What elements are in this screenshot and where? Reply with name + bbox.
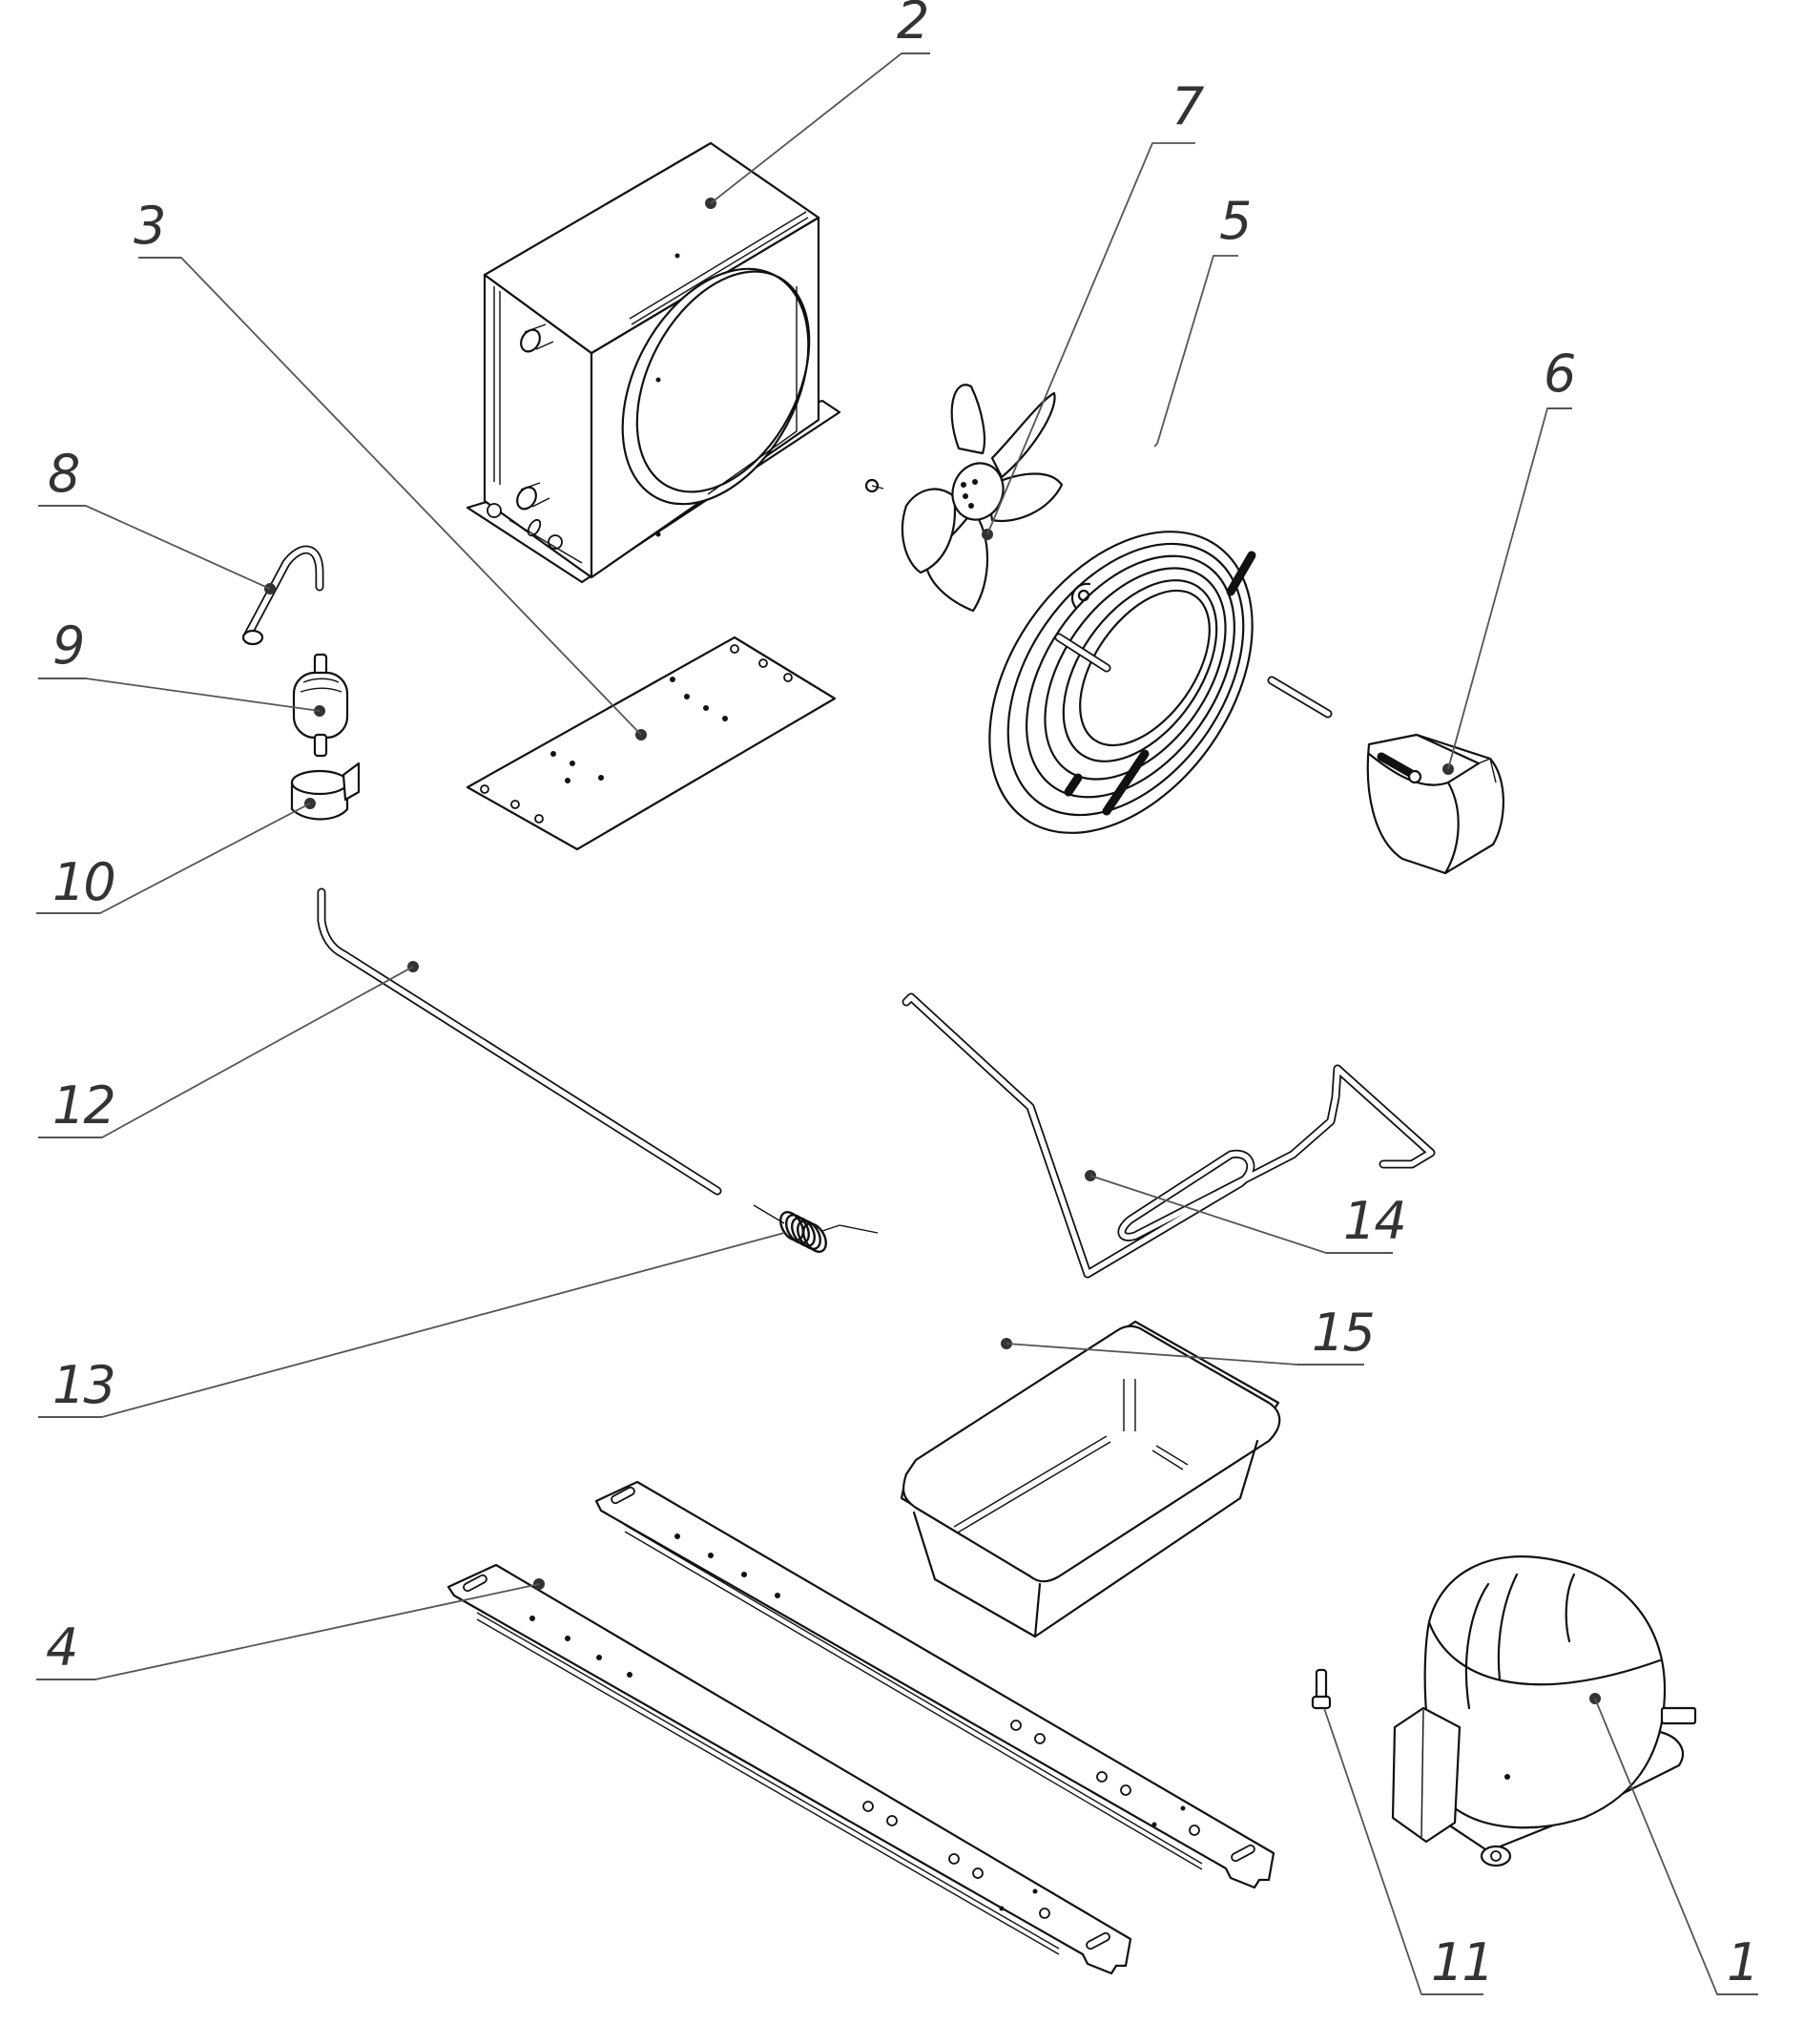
callout-13: 13	[38, 1232, 785, 1418]
part-rail-right	[594, 1480, 1275, 1889]
part-rail-left	[446, 1563, 1132, 1975]
callout-label: 13	[52, 1355, 114, 1415]
callout-8: 8	[38, 444, 276, 594]
callout-5: 5	[1153, 191, 1252, 448]
callout-15: 15	[1001, 1303, 1376, 1366]
part-fan-impeller	[864, 384, 1091, 613]
part-compressor	[1391, 1555, 1697, 1867]
callout-2: 2	[705, 0, 930, 209]
callout-1: 1	[1589, 1693, 1759, 1995]
callout-label: 9	[52, 615, 83, 676]
callout-3: 3	[134, 196, 647, 740]
callout-label: 14	[1343, 1191, 1405, 1251]
callout-6: 6	[1442, 344, 1576, 775]
pipe-stub	[516, 323, 554, 511]
part-fan-guard	[988, 531, 1333, 834]
part-filter-drier	[292, 653, 349, 758]
callout-12: 12	[38, 961, 419, 1138]
callout-label: 8	[48, 444, 79, 504]
callout-label: 5	[1219, 191, 1250, 251]
callout-4: 4	[36, 1578, 545, 1680]
part-evaporating-coil-tube	[902, 992, 1436, 1279]
part-mounting-plate	[466, 636, 837, 851]
callout-label: 10	[52, 852, 114, 912]
plate-holes	[480, 644, 793, 824]
callout-label: 7	[1172, 76, 1204, 136]
callout-label: 1	[1727, 1932, 1757, 1992]
part-fan-motor	[1366, 733, 1504, 875]
callout-7: 7	[982, 76, 1206, 540]
callout-label: 4	[46, 1617, 76, 1678]
part-bolt	[1311, 1668, 1332, 1710]
callout-label: 3	[134, 196, 164, 256]
callout-14: 14	[1085, 1170, 1407, 1254]
part-tube-bend	[241, 545, 324, 646]
callout-label: 15	[1312, 1303, 1374, 1363]
callout-label: 11	[1431, 1932, 1493, 1992]
callout-label: 12	[52, 1075, 114, 1136]
callout-11: 11	[1323, 1707, 1495, 1995]
part-tube	[317, 887, 722, 1196]
callout-9: 9	[38, 615, 325, 717]
part-clamp	[290, 761, 361, 821]
part-drain-tray	[900, 1320, 1281, 1638]
part-spring	[753, 1204, 879, 1253]
callout-label: 2	[897, 0, 927, 51]
callout-label: 6	[1544, 344, 1574, 404]
callout-10: 10	[36, 798, 316, 914]
part-condenser	[466, 141, 841, 584]
